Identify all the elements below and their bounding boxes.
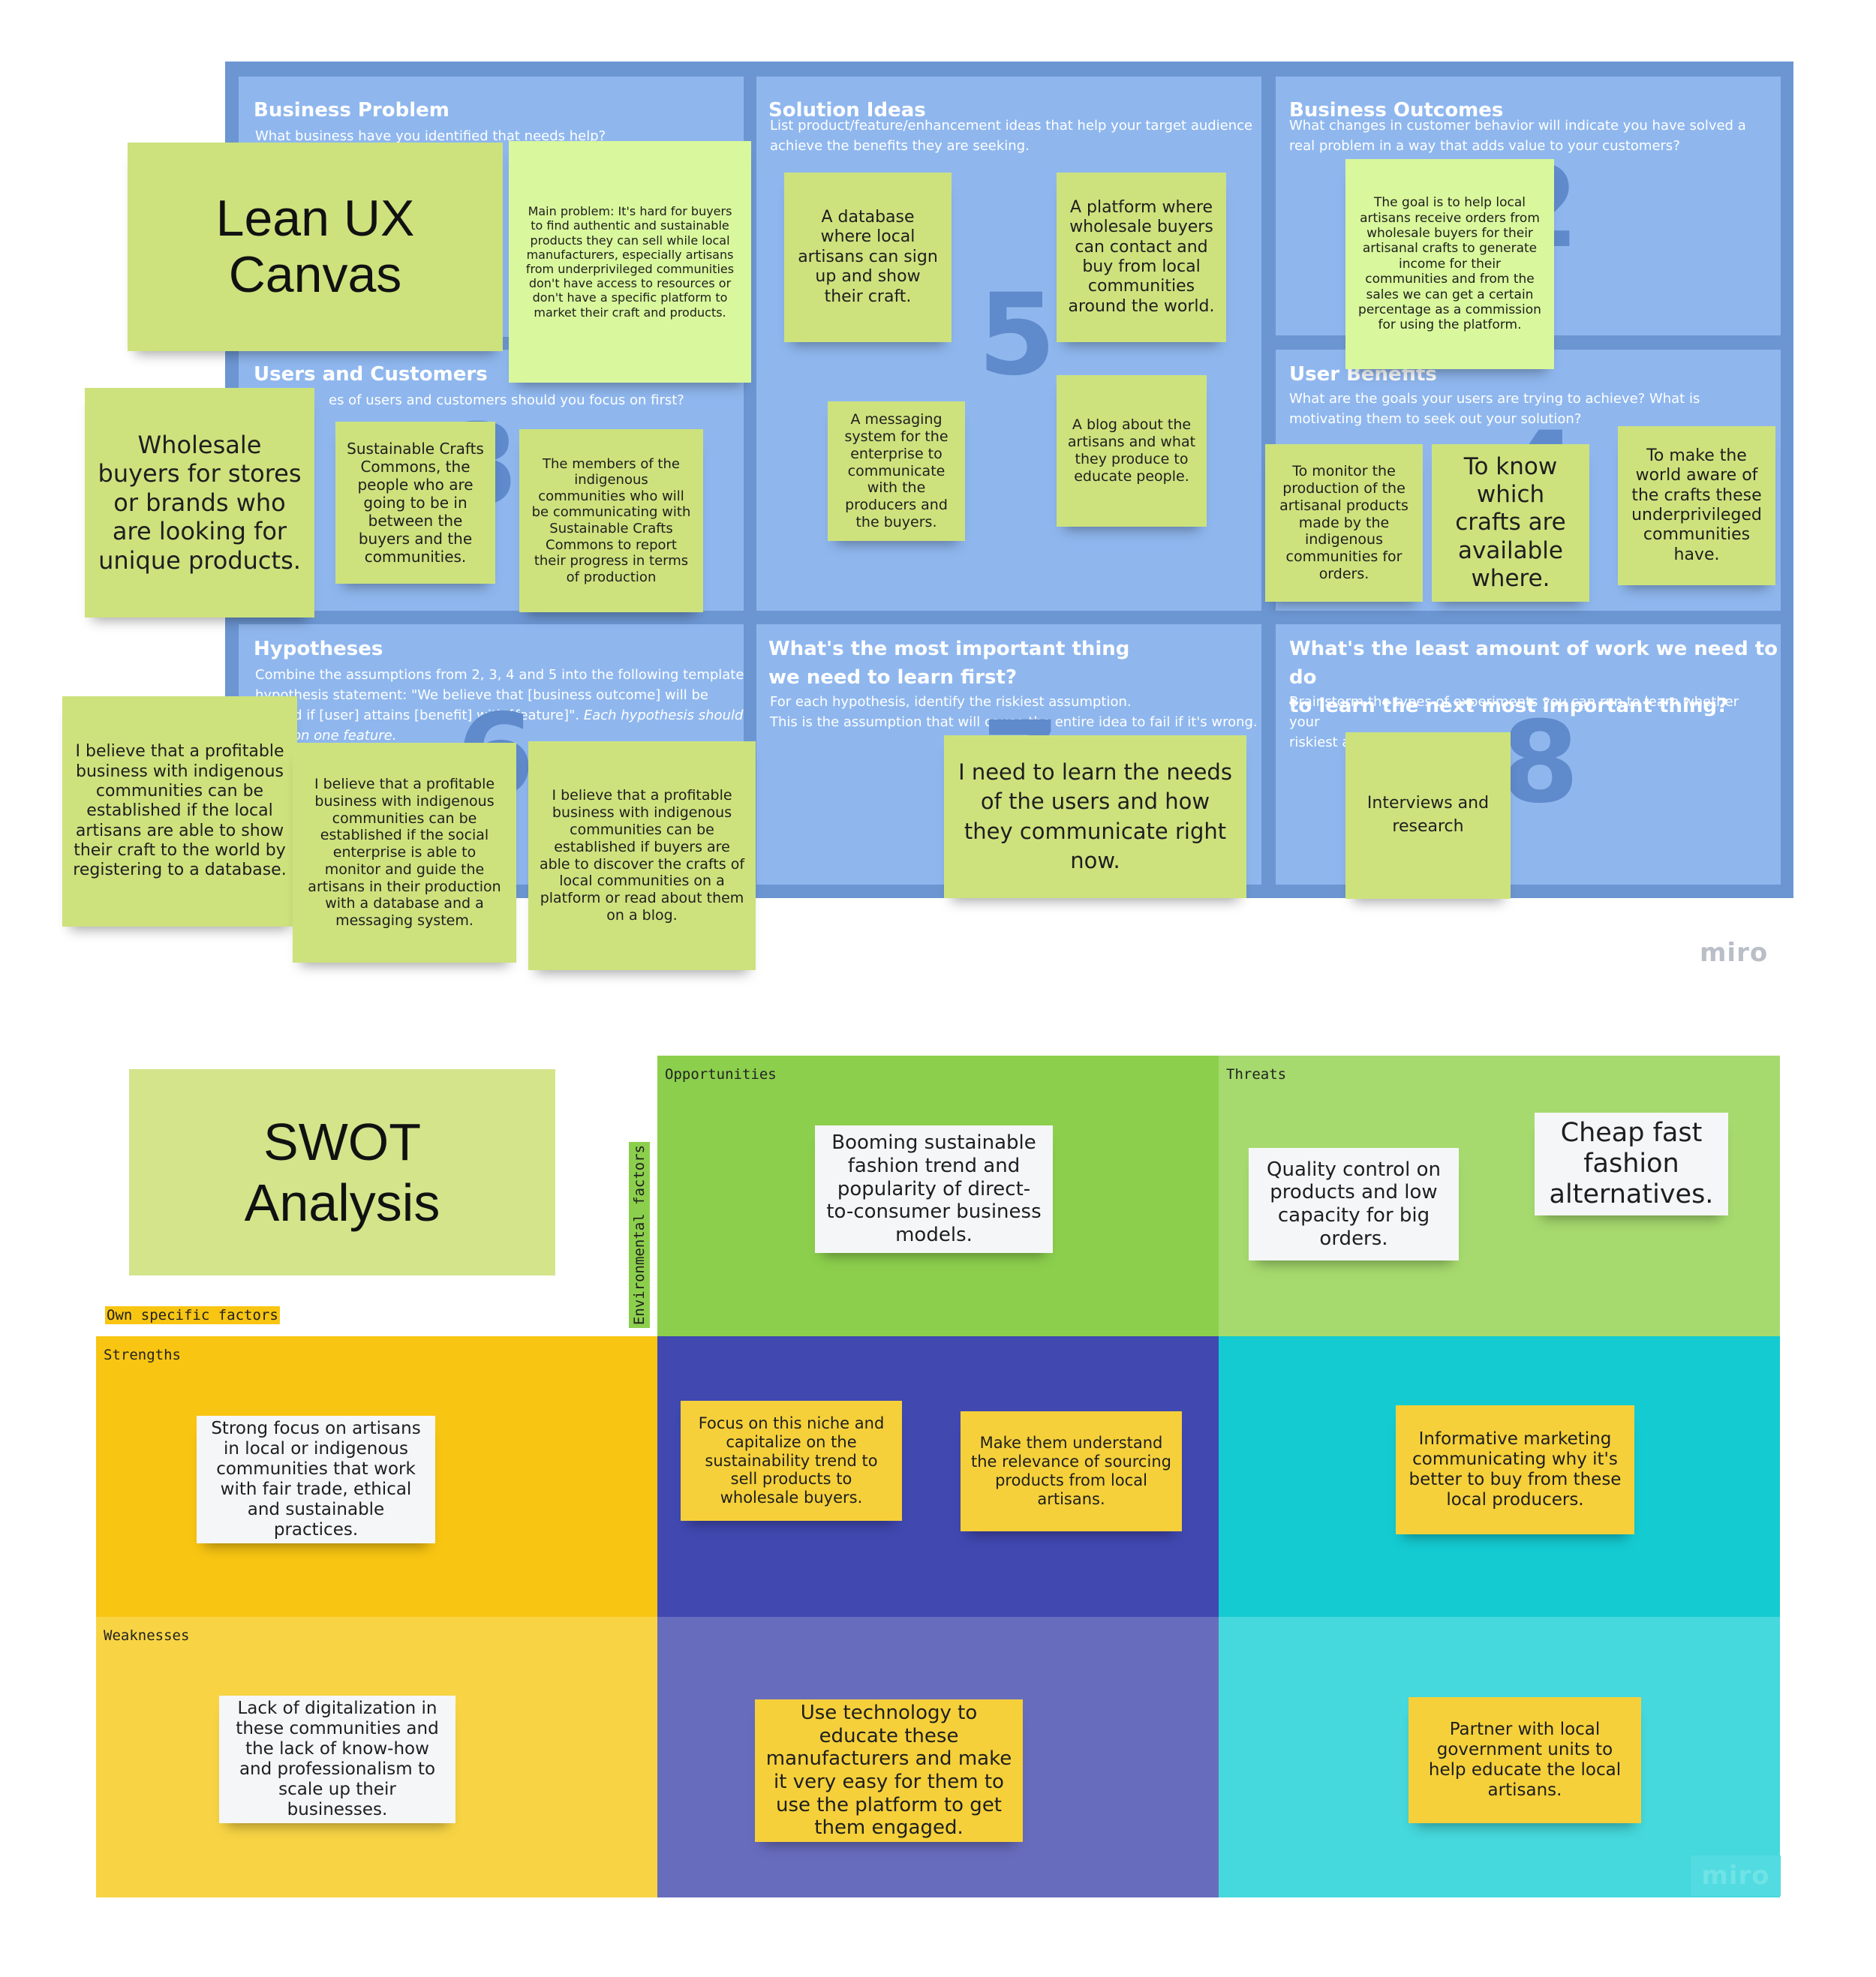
note-text: Strong focus on artisans in local or ind… <box>211 1418 421 1540</box>
cell-desc: What changes in customer behavior will i… <box>1289 118 1746 154</box>
cell-desc-line: hypothesis statement: "We believe that [… <box>255 687 708 703</box>
own-factors-tag: Own specific factors <box>105 1306 280 1324</box>
sticky-outcome-goal[interactable]: The goal is to help local artisans recei… <box>1345 159 1554 369</box>
note-text: Make them understand the relevance of so… <box>971 1434 1171 1508</box>
cell-title-line: What's the least amount of work we need … <box>1289 638 1778 689</box>
sticky-text: I believe that a profitable business wit… <box>539 787 745 924</box>
sticky-users-scc[interactable]: Sustainable Crafts Commons, the people w… <box>335 422 495 584</box>
cell-desc: What business have you identified that n… <box>255 128 606 144</box>
sticky-text: Sustainable Crafts Commons, the people w… <box>347 440 484 566</box>
cell-title: Business Problem <box>254 99 449 122</box>
note-strength-focus[interactable]: Strong focus on artisans in local or ind… <box>197 1416 435 1543</box>
quadrant-label: Strengths <box>104 1347 181 1363</box>
tag-text: Environmental factors <box>631 1144 648 1326</box>
note-so-niche[interactable]: Focus on this niche and capitalize on th… <box>681 1401 902 1521</box>
note-text: Focus on this niche and capitalize on th… <box>698 1414 885 1507</box>
sticky-hypothesis-3[interactable]: I believe that a profitable business wit… <box>528 741 756 970</box>
quadrant-label: Threats <box>1226 1066 1287 1083</box>
sticky-solution-platform[interactable]: A platform where wholesale buyers can co… <box>1057 173 1226 342</box>
note-text: Informative marketing communicating why … <box>1409 1429 1622 1510</box>
note-text: Booming sustainable fashion trend and po… <box>826 1131 1042 1247</box>
sticky-users-wholesale[interactable]: Wholesale buyers for stores or brands wh… <box>85 388 314 617</box>
quadrant-label: Opportunities <box>665 1066 777 1083</box>
env-factors-tag: Environmental factors <box>629 1142 650 1328</box>
sticky-users-members[interactable]: The members of the indigenous communitie… <box>519 429 703 612</box>
sticky-solution-blog[interactable]: A blog about the artisans and what they … <box>1057 375 1207 527</box>
note-text: Lack of digitalization in these communit… <box>236 1698 439 1820</box>
miro-watermark: miro <box>1691 1855 1781 1896</box>
sticky-main-problem[interactable]: Main problem: It's hard for buyers to fi… <box>509 141 751 383</box>
cell-desc-line: ed if [user] attains [benefit] with [fea… <box>285 708 580 723</box>
sticky-benefit-aware[interactable]: To make the world aware of the crafts th… <box>1618 426 1775 585</box>
note-wo-tech[interactable]: Use technology to educate these manufact… <box>755 1699 1023 1842</box>
cell-desc-line: Brainstorm the types of experiments you … <box>1289 694 1739 730</box>
cell-number: 8 <box>1501 698 1580 828</box>
note-threat-quality[interactable]: Quality control on products and low capa… <box>1249 1148 1459 1260</box>
sticky-text: Interviews and research <box>1366 794 1490 836</box>
sticky-hypothesis-1[interactable]: I believe that a profitable business wit… <box>62 696 297 927</box>
note-weakness-digital[interactable]: Lack of digitalization in these communit… <box>219 1696 455 1823</box>
sticky-text: The members of the indigenous communitie… <box>531 455 691 585</box>
sticky-text: SWOT Analysis <box>244 1113 440 1232</box>
sticky-text: Wholesale buyers for stores or brands wh… <box>98 431 302 575</box>
cell-desc-line: For each hypothesis, identify the riskie… <box>770 694 1132 710</box>
note-text: Use technology to educate these manufact… <box>765 1701 1012 1840</box>
cell-title-line: we need to learn first? <box>768 666 1018 689</box>
note-text: Cheap fast fashion alternatives. <box>1549 1117 1714 1210</box>
cell-desc-line: on one feature. <box>293 728 397 744</box>
cell-number: 5 <box>978 270 1057 401</box>
cell-title: Hypotheses <box>254 638 383 660</box>
sticky-benefit-know[interactable]: To know which crafts are available where… <box>1432 444 1589 602</box>
cell-desc: What are the goals your users are trying… <box>1289 391 1700 427</box>
sticky-text: To know which crafts are available where… <box>1455 453 1566 592</box>
note-so-relevance[interactable]: Make them understand the relevance of so… <box>961 1411 1182 1531</box>
cell-desc: es of users and customers should you foc… <box>329 392 684 408</box>
sticky-benefit-monitor[interactable]: To monitor the production of the artisan… <box>1265 444 1423 602</box>
sticky-text: A platform where wholesale buyers can co… <box>1068 197 1215 316</box>
cell-desc: Combine the assumptions from 2, 3, 4 and… <box>255 665 750 746</box>
cell-title: What's the least amount of work we need … <box>1289 635 1781 720</box>
swot-title-sticky[interactable]: SWOT Analysis <box>129 1069 555 1275</box>
cell-desc-line: Combine the assumptions from 2, 3, 4 and… <box>255 667 744 683</box>
sticky-text: I believe that a profitable business wit… <box>73 742 287 880</box>
sticky-learn-needs[interactable]: I need to learn the needs of the users a… <box>944 735 1246 898</box>
cell-title: Business Outcomes <box>1289 99 1504 122</box>
sticky-text: Main problem: It's hard for buyers to fi… <box>525 204 735 320</box>
note-text: Partner with local government units to h… <box>1428 1719 1622 1801</box>
quadrant-label: Weaknesses <box>104 1627 190 1644</box>
note-threat-cheap[interactable]: Cheap fast fashion alternatives. <box>1535 1113 1728 1215</box>
miro-watermark: miro <box>1700 938 1769 968</box>
cell-desc-line: This is the assumption that will cause t… <box>770 714 1258 730</box>
tag-text: Own specific factors <box>107 1307 278 1324</box>
sticky-text: To make the world aware of the crafts th… <box>1631 446 1762 564</box>
cell-title: Users and Customers <box>254 363 488 386</box>
sticky-text: A messaging system for the enterprise to… <box>844 411 949 530</box>
note-text: Quality control on products and low capa… <box>1267 1158 1441 1250</box>
sticky-text: The goal is to help local artisans recei… <box>1358 195 1541 333</box>
note-wt-partner[interactable]: Partner with local government units to h… <box>1409 1697 1641 1823</box>
sticky-text: I believe that a profitable business wit… <box>308 775 501 930</box>
sticky-text: A blog about the artisans and what they … <box>1067 416 1196 485</box>
cell-title: What's the most important thing we need … <box>768 635 1129 692</box>
sticky-text: A database where local artisans can sign… <box>798 208 938 306</box>
cell-desc: For each hypothesis, identify the riskie… <box>770 692 1258 732</box>
note-st-marketing[interactable]: Informative marketing communicating why … <box>1396 1405 1634 1534</box>
cell-title-line: to learn the next most important thing? <box>1289 695 1729 717</box>
sticky-text: To monitor the production of the artisan… <box>1279 463 1409 582</box>
note-opportunity-booming[interactable]: Booming sustainable fashion trend and po… <box>815 1125 1053 1253</box>
cell-desc-line: Each hypothesis should <box>583 708 744 723</box>
sticky-hypothesis-2[interactable]: I believe that a profitable business wit… <box>293 743 516 963</box>
sticky-solution-messaging[interactable]: A messaging system for the enterprise to… <box>828 401 965 541</box>
sticky-interviews[interactable]: Interviews and research <box>1345 732 1511 899</box>
sticky-text: I need to learn the needs of the users a… <box>958 759 1232 873</box>
cell-desc: List product/feature/enhancement ideas t… <box>770 118 1253 154</box>
lean-canvas-title-sticky[interactable]: Lean UX Canvas <box>128 143 503 351</box>
cell-title-line: What's the most important thing <box>768 638 1130 660</box>
sticky-text: Lean UX Canvas <box>215 190 415 303</box>
sticky-solution-database[interactable]: A database where local artisans can sign… <box>784 173 952 342</box>
cell-title: Solution Ideas <box>768 99 926 122</box>
